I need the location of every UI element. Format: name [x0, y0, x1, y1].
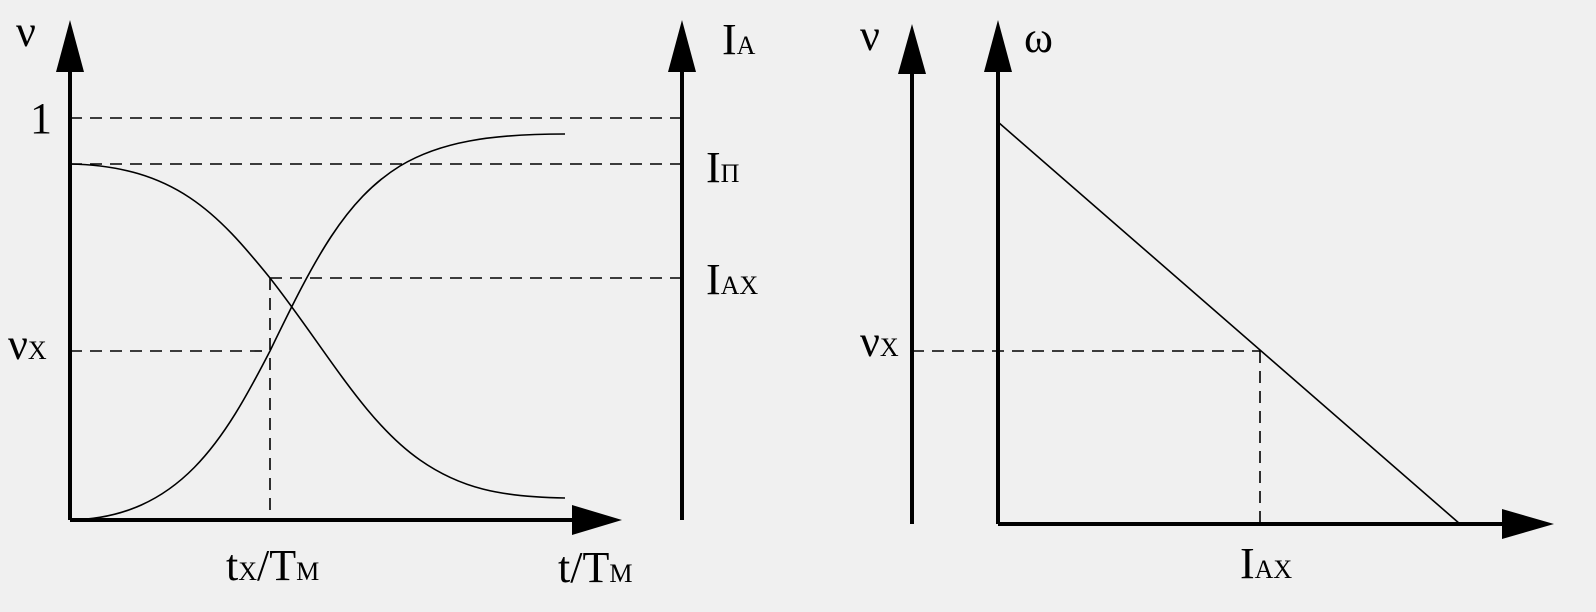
left-time-axis-arrow [572, 505, 622, 535]
y-tick-vx: νX [8, 320, 47, 369]
ia-axis-arrow [668, 20, 696, 72]
right-plot: ν ω νX IAX [860, 11, 1554, 588]
current-axis-arrow [1502, 509, 1554, 539]
right-nu-axis-label: ν [860, 11, 880, 60]
left-plot: ν 1 νX tX/TM t/TM IA IП IAX [8, 7, 758, 592]
x-tick-tx: tX/TM [226, 541, 319, 590]
omega-axis-label: ω [1024, 13, 1053, 62]
left-nu-axis-arrow [56, 20, 84, 72]
ia-tick-ip: IП [706, 143, 740, 192]
left-time-axis-label: t/TM [558, 543, 632, 592]
omega-axis-arrow [984, 20, 1012, 72]
ia-tick-iax: IAX [706, 255, 758, 304]
right-y-tick-vx: νX [860, 317, 899, 366]
right-x-tick-iax: IAX [1240, 539, 1292, 588]
left-nu-axis-label: ν [16, 7, 36, 56]
omega-characteristic-line [997, 121, 1461, 525]
ia-rise-curve [69, 133, 566, 521]
right-nu-axis-arrow [898, 24, 926, 74]
nu-decay-curve [69, 163, 566, 499]
y-tick-one: 1 [30, 94, 52, 143]
ia-axis-label: IA [722, 15, 756, 64]
